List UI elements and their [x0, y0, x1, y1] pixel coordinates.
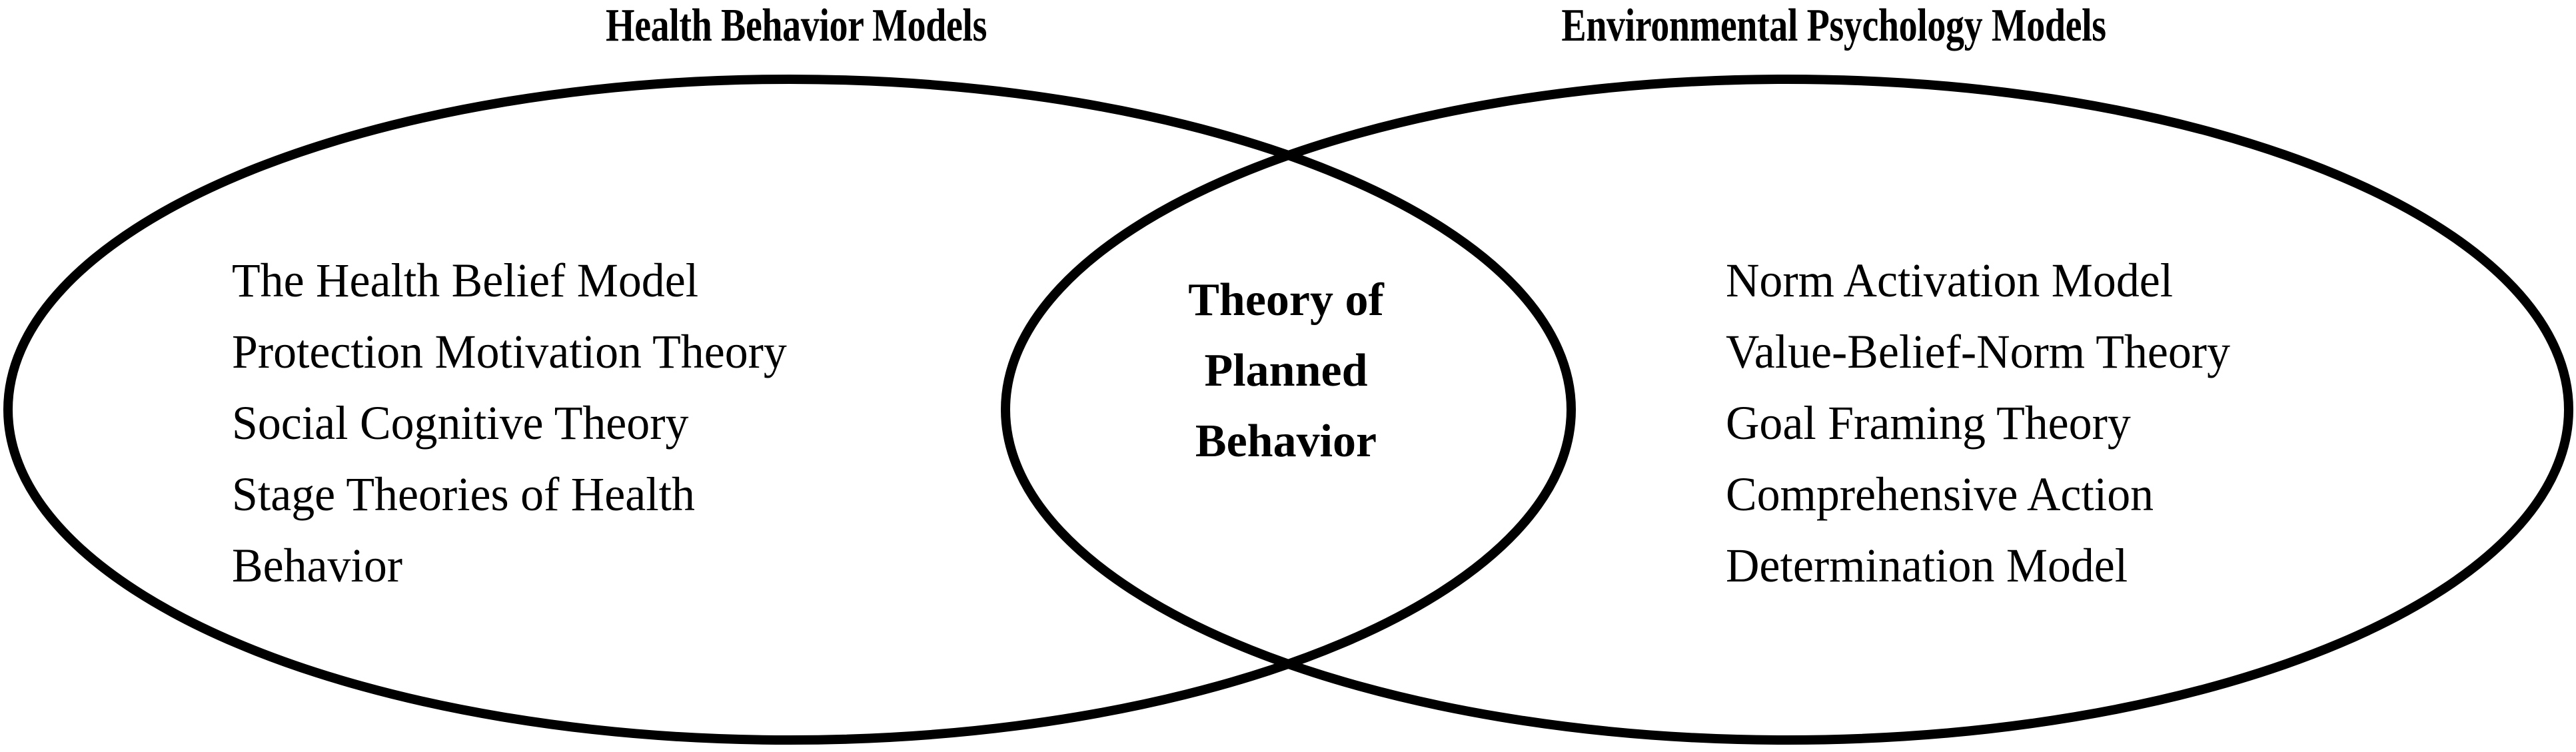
list-item: Comprehensive Action Determination Model: [1726, 459, 2230, 601]
list-item: Goal Framing Theory: [1726, 388, 2230, 459]
list-item-line-continued: Determination Model: [1726, 539, 2128, 592]
intersection-label-line: Behavior: [1195, 416, 1377, 467]
list-item-line: Social Cognitive Theory: [232, 396, 689, 450]
list-item: Norm Activation Model: [1726, 245, 2230, 316]
intersection-label-line: Planned: [1204, 345, 1368, 396]
list-item-line-continued: Behavior: [232, 539, 403, 592]
list-item: Value-Belief-Norm Theory: [1726, 316, 2230, 388]
list-item-line: Stage Theories of Health: [232, 468, 695, 521]
intersection-label: Theory of Planned Behavior: [1146, 265, 1426, 477]
right-set-ellipse: [1001, 75, 2573, 745]
left-set-item-list: The Health Belief Model Protection Motiv…: [232, 245, 787, 601]
list-item: Protection Motivation Theory: [232, 316, 787, 388]
right-set-item-list: Norm Activation Model Value-Belief-Norm …: [1726, 245, 2230, 601]
list-item-line: Norm Activation Model: [1726, 254, 2174, 307]
left-set-ellipse: [3, 75, 1576, 745]
list-item-line: Comprehensive Action: [1726, 468, 2154, 521]
list-item-line: Goal Framing Theory: [1726, 396, 2131, 450]
left-set-title: Health Behavior Models: [606, 0, 987, 51]
list-item: The Health Belief Model: [232, 245, 787, 316]
list-item: Social Cognitive Theory: [232, 388, 787, 459]
list-item-line: Protection Motivation Theory: [232, 325, 787, 378]
list-item: Stage Theories of Health Behavior: [232, 459, 787, 601]
right-set-title: Environmental Psychology Models: [1561, 0, 2106, 51]
intersection-label-line: Theory of: [1188, 274, 1384, 326]
list-item-line: Value-Belief-Norm Theory: [1726, 325, 2230, 378]
list-item-line: The Health Belief Model: [232, 254, 699, 307]
